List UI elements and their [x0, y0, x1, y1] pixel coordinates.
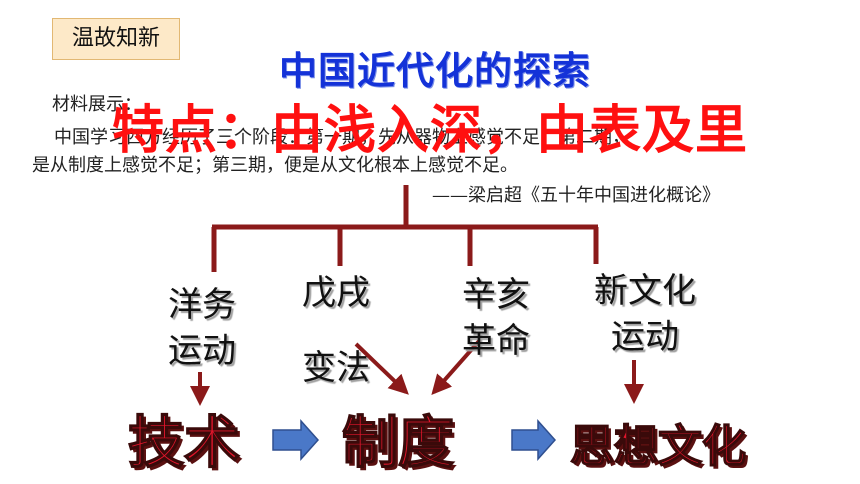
movement-xinhai: 辛亥 革命: [462, 272, 530, 364]
quote-line-1: 中国学习西方经历了三个阶段：第一期，先从器物上感觉不足；第二期，: [54, 127, 630, 148]
movement-new-culture: 新文化 运动: [590, 268, 700, 360]
flow-arrow-2: [511, 419, 557, 461]
section-tag: 温故知新: [52, 18, 180, 60]
movement-wuxu-line1: 戊戌: [302, 273, 370, 313]
result-system: 制度: [341, 410, 455, 477]
material-label: 材料展示：: [52, 94, 142, 115]
movement-new-culture-line2: 运动: [611, 317, 679, 357]
movement-xinhai-line1: 辛亥: [462, 275, 530, 315]
arrow-wuxu-to-system: [354, 342, 409, 395]
page-title: 中国近代化的探索: [278, 49, 591, 93]
characteristics-overlay: 特点：由浅入深，由表及里: [111, 101, 748, 161]
result-technology: 技术: [127, 410, 241, 477]
quote-line-2: 是从制度上感觉不足；第三期，便是从文化根本上感觉不足。: [32, 155, 518, 176]
movement-yangwu: 洋务 运动: [168, 282, 236, 374]
movement-new-culture-line1: 新文化: [594, 271, 696, 311]
movement-yangwu-line2: 运动: [168, 331, 236, 371]
result-thought-culture: 思想文化: [569, 420, 747, 473]
arrow-xinhai-to-system: [431, 338, 482, 395]
flow-arrow-1: [272, 419, 320, 461]
quote-source: ——梁启超《五十年中国进化概论》: [432, 185, 720, 206]
movement-xinhai-line2: 革命: [462, 321, 530, 361]
movement-yangwu-line1: 洋务: [168, 285, 236, 325]
movement-wuxu-line2: 变法: [302, 348, 370, 388]
